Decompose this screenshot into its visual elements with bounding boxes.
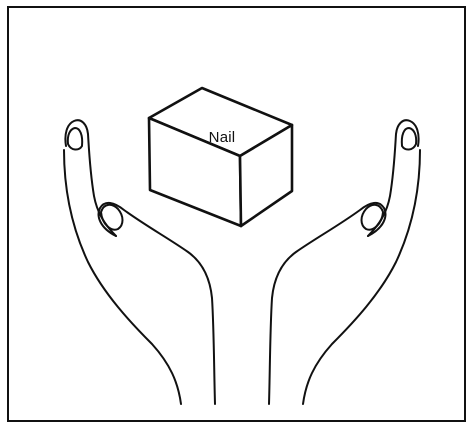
box-label: Nail [197, 129, 247, 146]
box-shape [149, 88, 292, 226]
